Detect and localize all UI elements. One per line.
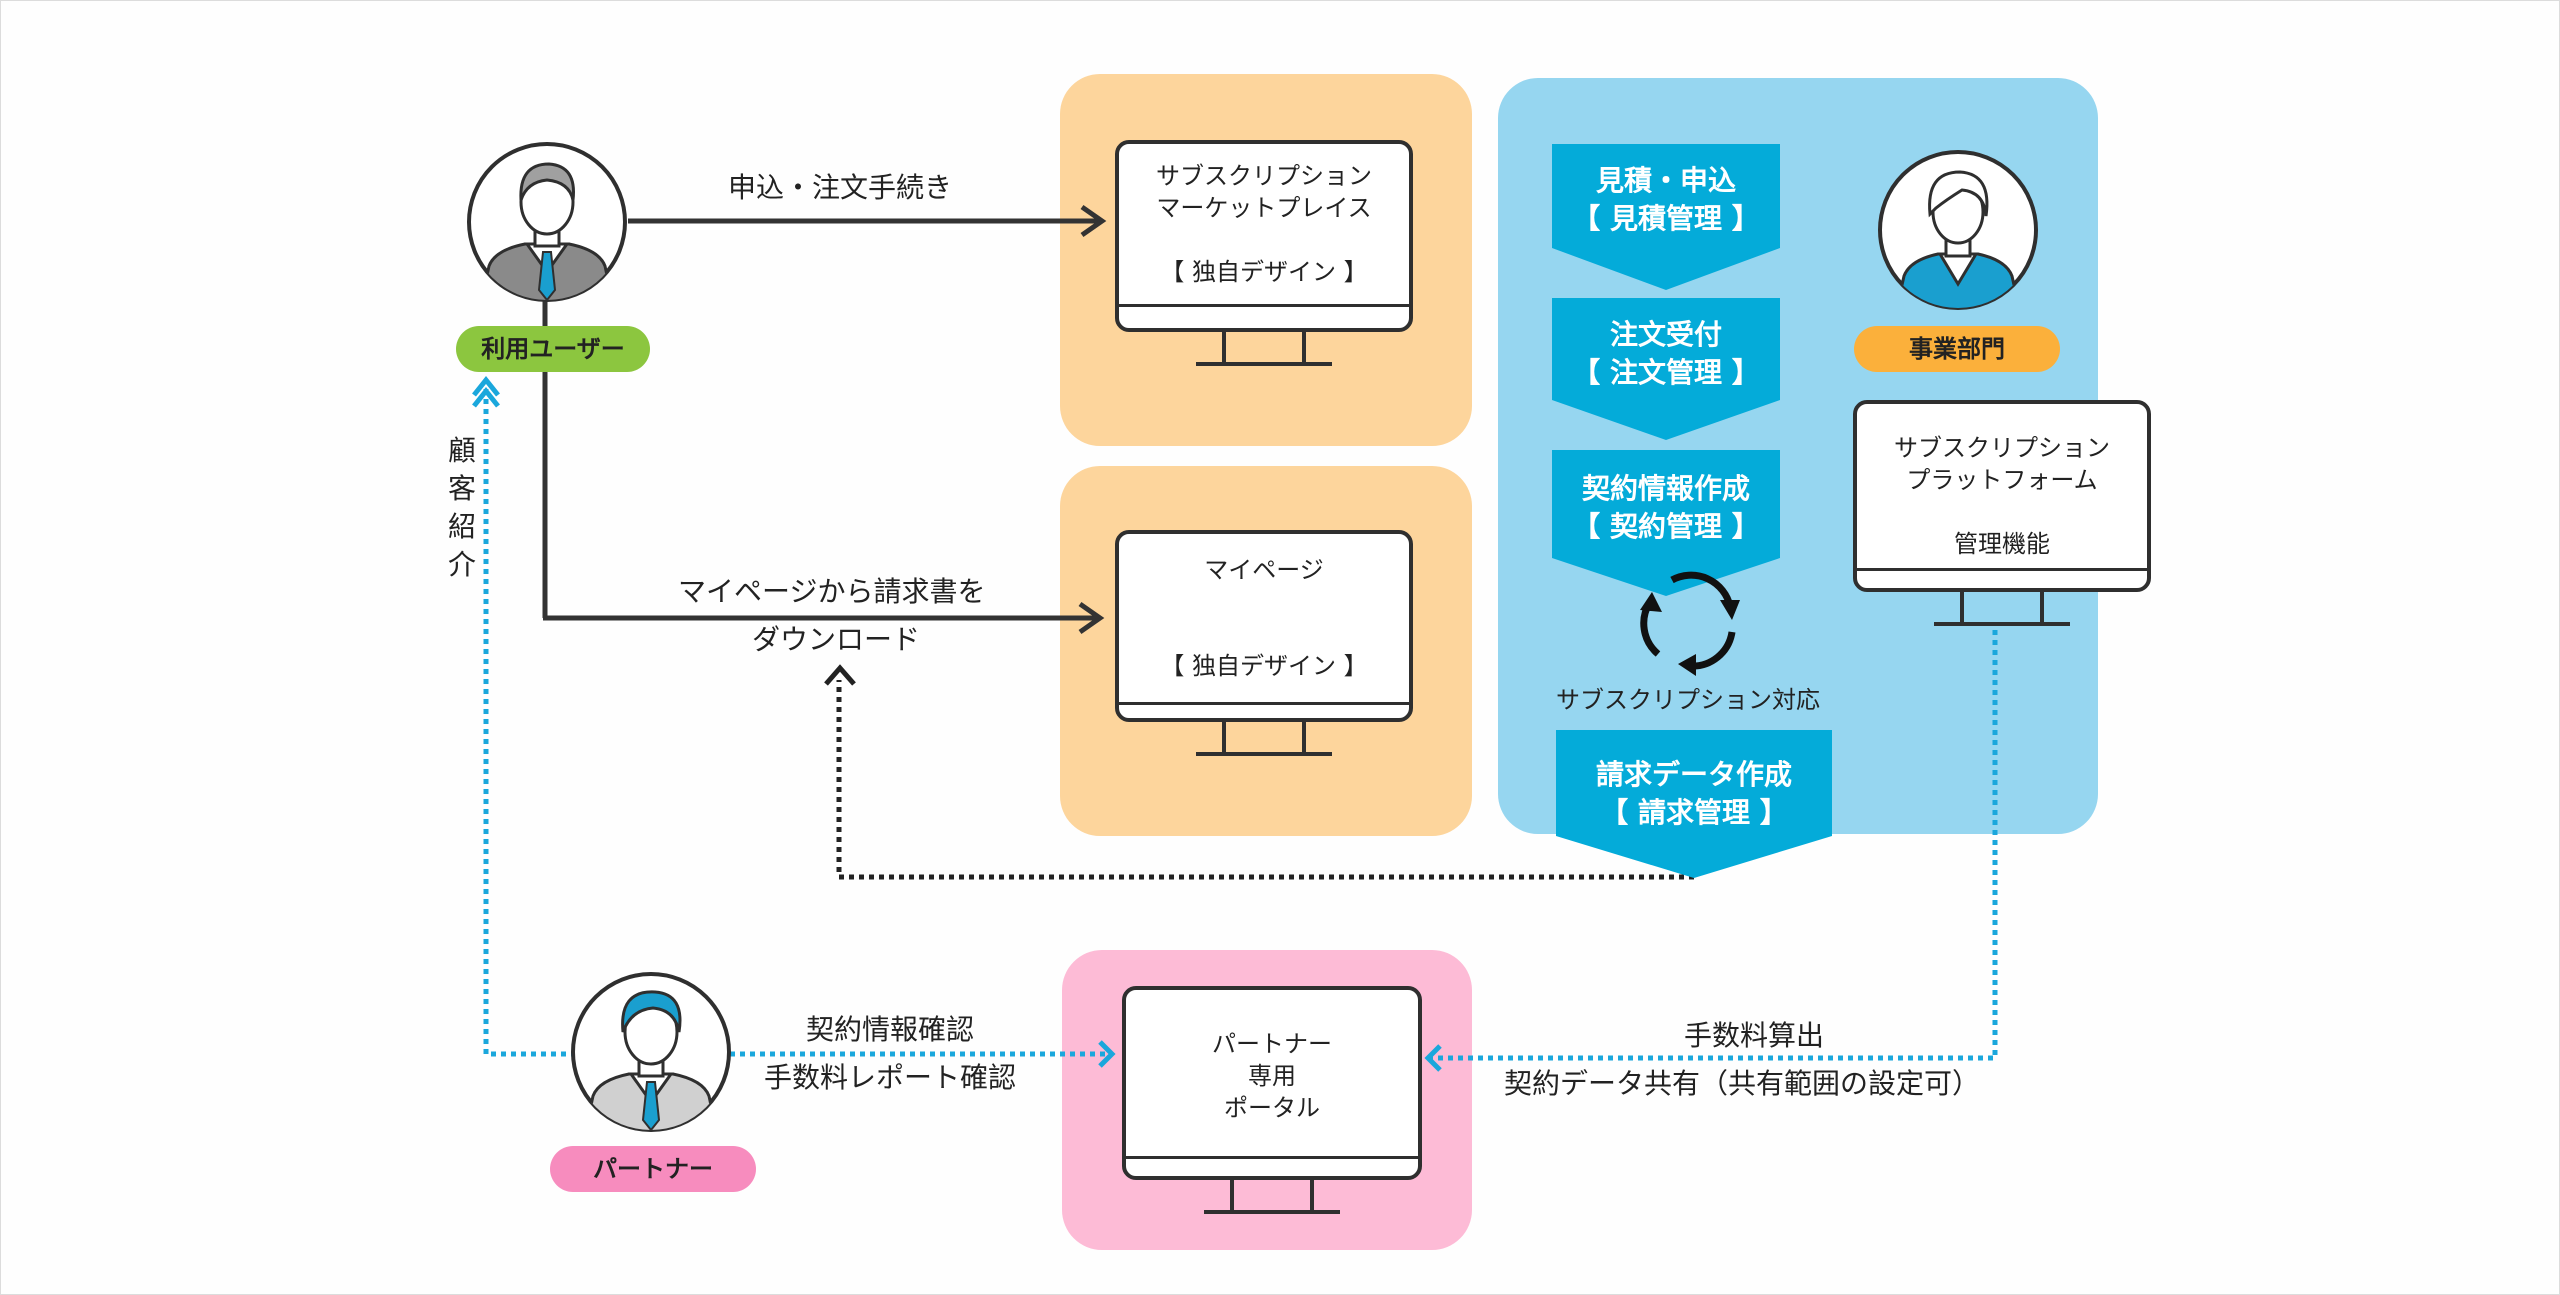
platform-monitor: サブスクリプション プラットフォーム 管理機能 bbox=[1853, 400, 2151, 628]
order-label: 申込・注文手続き bbox=[728, 171, 953, 204]
mypage-text: マイページ 【 独自デザイン 】 bbox=[1160, 556, 1368, 680]
businesswoman-icon bbox=[1878, 150, 2038, 310]
mypage-monitor: マイページ 【 独自デザイン 】 bbox=[1115, 530, 1413, 758]
step-shape-1 bbox=[1552, 144, 1780, 290]
cycle-label: サブスクリプション対応 bbox=[1556, 686, 1820, 714]
step-shape-4 bbox=[1556, 730, 1832, 878]
share-label-1: 手数料算出 bbox=[1684, 1019, 1825, 1052]
step-shape-3 bbox=[1552, 450, 1780, 596]
step-shape-2 bbox=[1552, 298, 1780, 440]
partner-pill: パートナー bbox=[550, 1146, 756, 1192]
portal-monitor: パートナー 専用 ポータル bbox=[1122, 986, 1422, 1216]
share-label-2: 契約データ共有（共有範囲の設定可） bbox=[1504, 1067, 1981, 1100]
marketplace-text: サブスクリプション マーケットプレイス 【 独自デザイン 】 bbox=[1156, 162, 1372, 286]
portal-text: パートナー 専用 ポータル bbox=[1212, 1030, 1332, 1122]
referral-label: 顧 客 紹 介 bbox=[447, 434, 476, 581]
user-pill: 利用ユーザー bbox=[456, 326, 650, 372]
step-billing: 請求データ作成 【 請求管理 】 bbox=[1595, 758, 1792, 829]
step-contract: 契約情報作成 【 契約管理 】 bbox=[1572, 472, 1760, 543]
platform-text: サブスクリプション プラットフォーム 管理機能 bbox=[1894, 434, 2110, 558]
partner-label-1: 契約情報確認 bbox=[806, 1013, 975, 1046]
business-pill: 事業部門 bbox=[1854, 326, 2060, 372]
businessman-icon bbox=[467, 142, 627, 302]
partner-label-2: 手数料レポート確認 bbox=[764, 1061, 1017, 1094]
marketplace-monitor: サブスクリプション マーケットプレイス 【 独自デザイン 】 bbox=[1115, 140, 1413, 368]
download-label-1: マイページから請求書を bbox=[678, 575, 986, 608]
download-label-2: ダウンロード bbox=[752, 623, 921, 656]
partner-man-icon bbox=[571, 972, 731, 1132]
step-estimate: 見積・申込 【 見積管理 】 bbox=[1572, 164, 1760, 235]
step-order: 注文受付 【 注文管理 】 bbox=[1572, 318, 1760, 389]
